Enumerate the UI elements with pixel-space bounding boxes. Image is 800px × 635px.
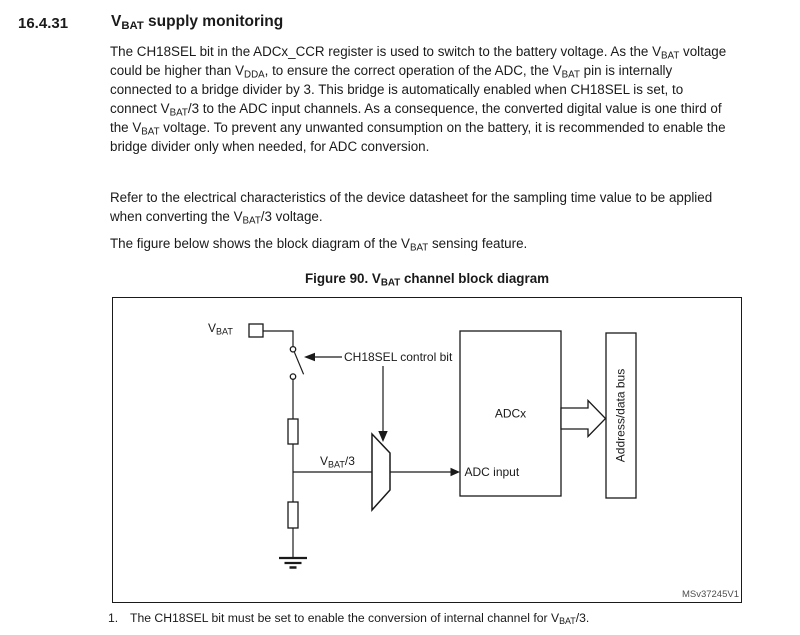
adcx-label: ADCx xyxy=(495,407,526,421)
figure-90-block-diagram: VBAT CH18SEL control bit xyxy=(112,297,742,603)
wire-pin-to-switch xyxy=(263,330,294,347)
switch-blade xyxy=(293,351,305,375)
address-data-bus-box xyxy=(605,332,637,499)
section-number: 16.4.31 xyxy=(18,15,69,32)
switch-contact-top xyxy=(289,345,297,353)
address-data-bus-label: Address/data bus xyxy=(614,369,628,462)
adcx-box xyxy=(459,330,562,497)
footnote: 1. The CH18SEL bit must be set to enable… xyxy=(108,610,728,626)
bus-block-arrow xyxy=(560,398,607,439)
resistor-bottom xyxy=(287,501,299,529)
mux-shape xyxy=(371,432,391,512)
ch18sel-left-arrowhead xyxy=(304,352,315,362)
vbat3-label: VBAT/3 xyxy=(320,454,355,470)
switch-contact-bottom xyxy=(289,373,297,380)
paragraph-3: The figure below shows the block diagram… xyxy=(110,236,528,254)
vbat-pin-square xyxy=(248,323,264,338)
paragraph-1: The CH18SEL bit in the ADCx_CCR register… xyxy=(110,44,727,154)
ch18sel-label: CH18SEL control bit xyxy=(344,350,453,364)
adc-input-label: ADC input xyxy=(465,465,520,479)
footnote-text: The CH18SEL bit must be set to enable th… xyxy=(130,611,590,627)
figure-caption: Figure 90. VBAT channel block diagram xyxy=(304,271,550,289)
adc-input-arrowhead xyxy=(450,467,460,477)
footnote-number: 1. xyxy=(108,611,119,625)
ch18sel-down-arrowhead xyxy=(378,431,388,442)
paragraph-2: Refer to the electrical characteristics … xyxy=(110,190,713,227)
vbat-diagram-svg: VBAT CH18SEL control bit xyxy=(208,321,739,600)
resistor-top xyxy=(287,418,299,445)
figure-watermark: MSv37245V1 xyxy=(682,589,739,600)
section-title: VBAT supply monitoring xyxy=(111,13,284,32)
vbat-pin-label: VBAT xyxy=(208,321,233,337)
ground-icon xyxy=(279,556,307,569)
